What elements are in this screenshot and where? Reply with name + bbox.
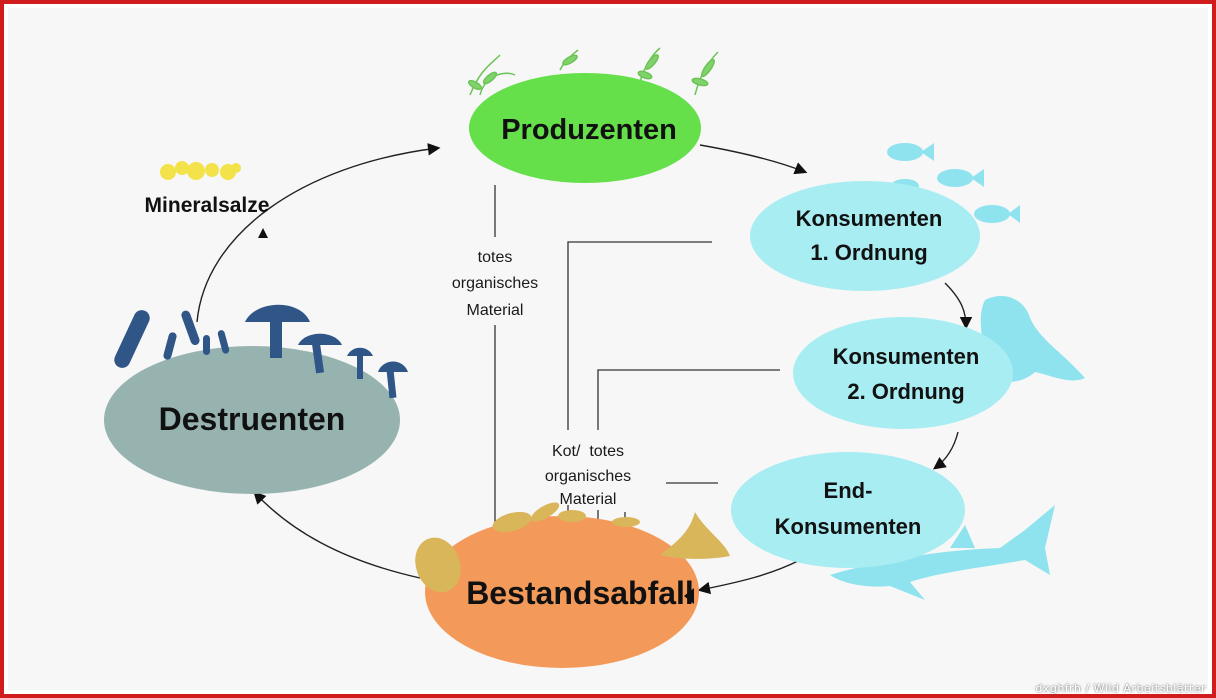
watermark: dxghfrh / Wild Arbeitsblätter [1035,682,1206,695]
plants-icon [468,47,719,96]
label-destruenten: Destruenten [159,401,346,437]
leaf-icon [415,502,730,593]
arrow-head-end-into-bestandsabfall [684,588,694,604]
label-totes-line1: totes [478,249,513,266]
arrow-konsumenten2-to-endkonsumenten [932,431,959,470]
node-end-konsumenten [731,452,965,568]
label-bestandsabfall: Bestandsabfall [466,575,694,611]
node-produzenten [469,73,701,183]
connector-konsumenten1 [567,241,712,430]
label-konsumenten-2-line2: 2. Ordnung [847,379,964,404]
label-kot-line2: organisches [545,468,631,485]
mineral-crystals-icon [160,161,241,180]
arrow-produzenten-to-konsumenten1 [699,144,808,175]
label-end-konsumenten-line1: End- [824,478,873,503]
label-mineralsalze: Mineralsalze [145,194,270,217]
arrow-bestandsabfall-to-destruenten [253,491,421,579]
label-end-konsumenten-line2: Konsumenten [775,514,922,539]
node-bestandsabfall [425,516,699,668]
mushroom-icon [245,304,408,399]
label-konsumenten-2-line1: Konsumenten [833,344,980,369]
arrow-endkonsumenten-to-bestandsabfall [697,559,801,595]
connector-konsumenten2 [597,369,780,430]
label-konsumenten-1-line2: 1. Ordnung [810,240,927,265]
label-kot-line1: Kot/ totes [552,443,624,460]
bacteria-icon [114,310,230,368]
arrow-mid-head-mineral [258,228,268,238]
arrow-destruenten-to-produzenten [196,142,441,323]
shark-icon [830,505,1055,600]
node-destruenten [104,346,400,494]
label-konsumenten-1-line1: Konsumenten [796,206,943,231]
label-produzenten: Produzenten [501,114,677,146]
label-totes-line2: organisches [452,275,538,292]
node-konsumenten-1 [750,181,980,291]
label-totes-line3: Material [467,302,524,319]
arrow-konsumenten1-to-konsumenten2 [944,282,973,330]
node-konsumenten-2 [793,317,1013,429]
label-kot-line3: Material [560,491,617,508]
